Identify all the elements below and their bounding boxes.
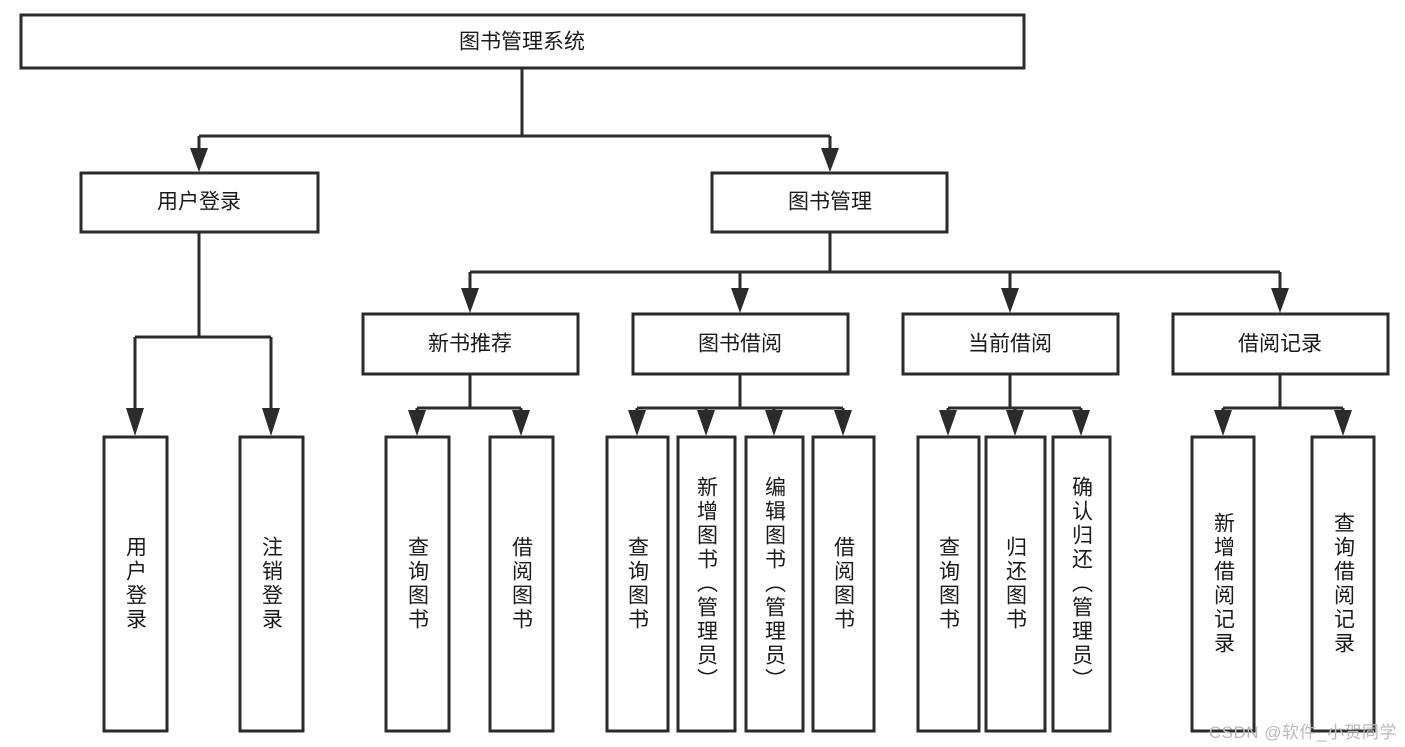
- leaf-bb-borrow-book-box[interactable]: [811, 435, 876, 733]
- node-book-borrow-label: 图书借阅: [698, 333, 782, 356]
- node-user-login-label: 用户登录: [157, 191, 241, 214]
- arrowhead-current-borrow: [1001, 288, 1019, 313]
- node-new-book-recommend-box[interactable]: [361, 312, 580, 376]
- node-book-borrow[interactable]: 图书借阅: [631, 312, 850, 376]
- arrowhead-nb-leaf-1: [408, 410, 426, 436]
- leaf-bb-add-book-box[interactable]: [676, 435, 737, 733]
- arrowhead-nb-leaf-2: [512, 410, 530, 436]
- node-book-manage-label: 图书管理: [788, 191, 872, 214]
- leaf-user-login-label: 用户登录: [124, 536, 148, 632]
- leaf-node[interactable]: 确认归还（管理员）: [1051, 435, 1112, 733]
- leaf-bb-query-book-label: 查询图书: [626, 536, 650, 632]
- leaf-cb-query-book-label: 查询图书: [937, 536, 961, 632]
- leaf-br-add-record-box[interactable]: [1190, 435, 1256, 733]
- node-book-manage-box[interactable]: [710, 171, 949, 234]
- leaf-br-query-record-label: 查询借阅记录: [1332, 512, 1356, 656]
- leaf-node[interactable]: 归还图书: [984, 435, 1047, 733]
- node-book-manage[interactable]: 图书管理: [710, 171, 949, 234]
- arrowhead-cb-leaf-3: [1072, 410, 1090, 436]
- arrowhead-user-login: [190, 148, 208, 172]
- csdn-watermark: CSDN @软件_小贺同学: [1208, 723, 1397, 742]
- leaf-logout-box[interactable]: [238, 435, 305, 733]
- arrowhead-br-leaf-1: [1214, 410, 1232, 436]
- leaf-node[interactable]: 查询借阅记录: [1310, 435, 1376, 733]
- arrowhead-bb-leaf-1: [628, 410, 646, 436]
- leaf-nb-borrow-book-label: 借阅图书: [510, 536, 534, 632]
- leaf-cb-return-book-label: 归还图书: [1004, 536, 1028, 632]
- arrowhead-leaf-user-login: [126, 408, 144, 436]
- leaf-node[interactable]: 查询图书: [605, 435, 670, 733]
- leaf-node[interactable]: 查询图书: [916, 435, 981, 733]
- leaf-node[interactable]: 编辑图书（管理员）: [744, 435, 805, 733]
- node-current-borrow-label: 当前借阅: [968, 333, 1052, 356]
- leaf-cb-return-book-box[interactable]: [984, 435, 1047, 733]
- leaf-node[interactable]: 注销登录: [238, 435, 305, 733]
- leaf-cb-confirm-return-box[interactable]: [1051, 435, 1112, 733]
- arrowhead-book-borrow: [731, 288, 749, 313]
- leaf-nb-query-book-label: 查询图书: [406, 536, 430, 632]
- leaf-bb-query-book-box[interactable]: [605, 435, 670, 733]
- leaf-node[interactable]: 查询图书: [384, 435, 451, 733]
- node-new-book-recommend-label: 新书推荐: [428, 333, 512, 356]
- node-borrow-record-label: 借阅记录: [1238, 333, 1322, 356]
- leaf-nb-borrow-book-box[interactable]: [488, 435, 555, 733]
- arrowhead-new-book: [461, 288, 479, 313]
- node-user-login-box[interactable]: [79, 171, 320, 234]
- arrowhead-borrow-record: [1271, 288, 1289, 313]
- arrowhead-book-manage: [821, 148, 839, 172]
- node-root-label: 图书管理系统: [459, 31, 585, 54]
- node-borrow-record[interactable]: 借阅记录: [1171, 312, 1390, 376]
- leaf-logout-label: 注销登录: [260, 536, 284, 632]
- leaf-cb-query-book-box[interactable]: [916, 435, 981, 733]
- leaf-bb-edit-book-label: 编辑图书（管理员）: [763, 476, 787, 692]
- node-user-login[interactable]: 用户登录: [79, 171, 320, 234]
- node-current-borrow-box[interactable]: [901, 312, 1120, 376]
- leaf-node[interactable]: 借阅图书: [811, 435, 876, 733]
- leaf-node[interactable]: 新增借阅记录: [1190, 435, 1256, 733]
- leaf-br-add-record-label: 新增借阅记录: [1212, 512, 1236, 656]
- arrowhead-bb-leaf-4: [834, 410, 852, 436]
- node-root[interactable]: 图书管理系统: [19, 13, 1026, 70]
- arrowhead-cb-leaf-1: [939, 410, 957, 436]
- node-book-borrow-box[interactable]: [631, 312, 850, 376]
- node-borrow-record-box[interactable]: [1171, 312, 1390, 376]
- leaf-user-login-box[interactable]: [102, 435, 169, 733]
- leaf-node[interactable]: 新增图书（管理员）: [676, 435, 737, 733]
- leaf-nb-query-book-box[interactable]: [384, 435, 451, 733]
- arrowhead-leaf-logout: [262, 408, 280, 436]
- node-new-book-recommend[interactable]: 新书推荐: [361, 312, 580, 376]
- arrowhead-br-leaf-2: [1334, 410, 1352, 436]
- leaf-br-query-record-box[interactable]: [1310, 435, 1376, 733]
- node-current-borrow[interactable]: 当前借阅: [901, 312, 1120, 376]
- node-root-box[interactable]: [19, 13, 1026, 70]
- leaf-node[interactable]: 用户登录: [102, 435, 169, 733]
- arrowhead-bb-leaf-2: [697, 410, 715, 436]
- leaf-bb-borrow-book-label: 借阅图书: [832, 536, 856, 632]
- leaf-bb-edit-book-box[interactable]: [744, 435, 805, 733]
- arrowhead-cb-leaf-2: [1006, 410, 1024, 436]
- leaf-node[interactable]: 借阅图书: [488, 435, 555, 733]
- leaf-cb-confirm-return-label: 确认归还（管理员）: [1070, 476, 1094, 692]
- connector-group: [126, 68, 1352, 436]
- leaf-bb-add-book-label: 新增图书（管理员）: [695, 476, 719, 692]
- arrowhead-bb-leaf-3: [765, 410, 783, 436]
